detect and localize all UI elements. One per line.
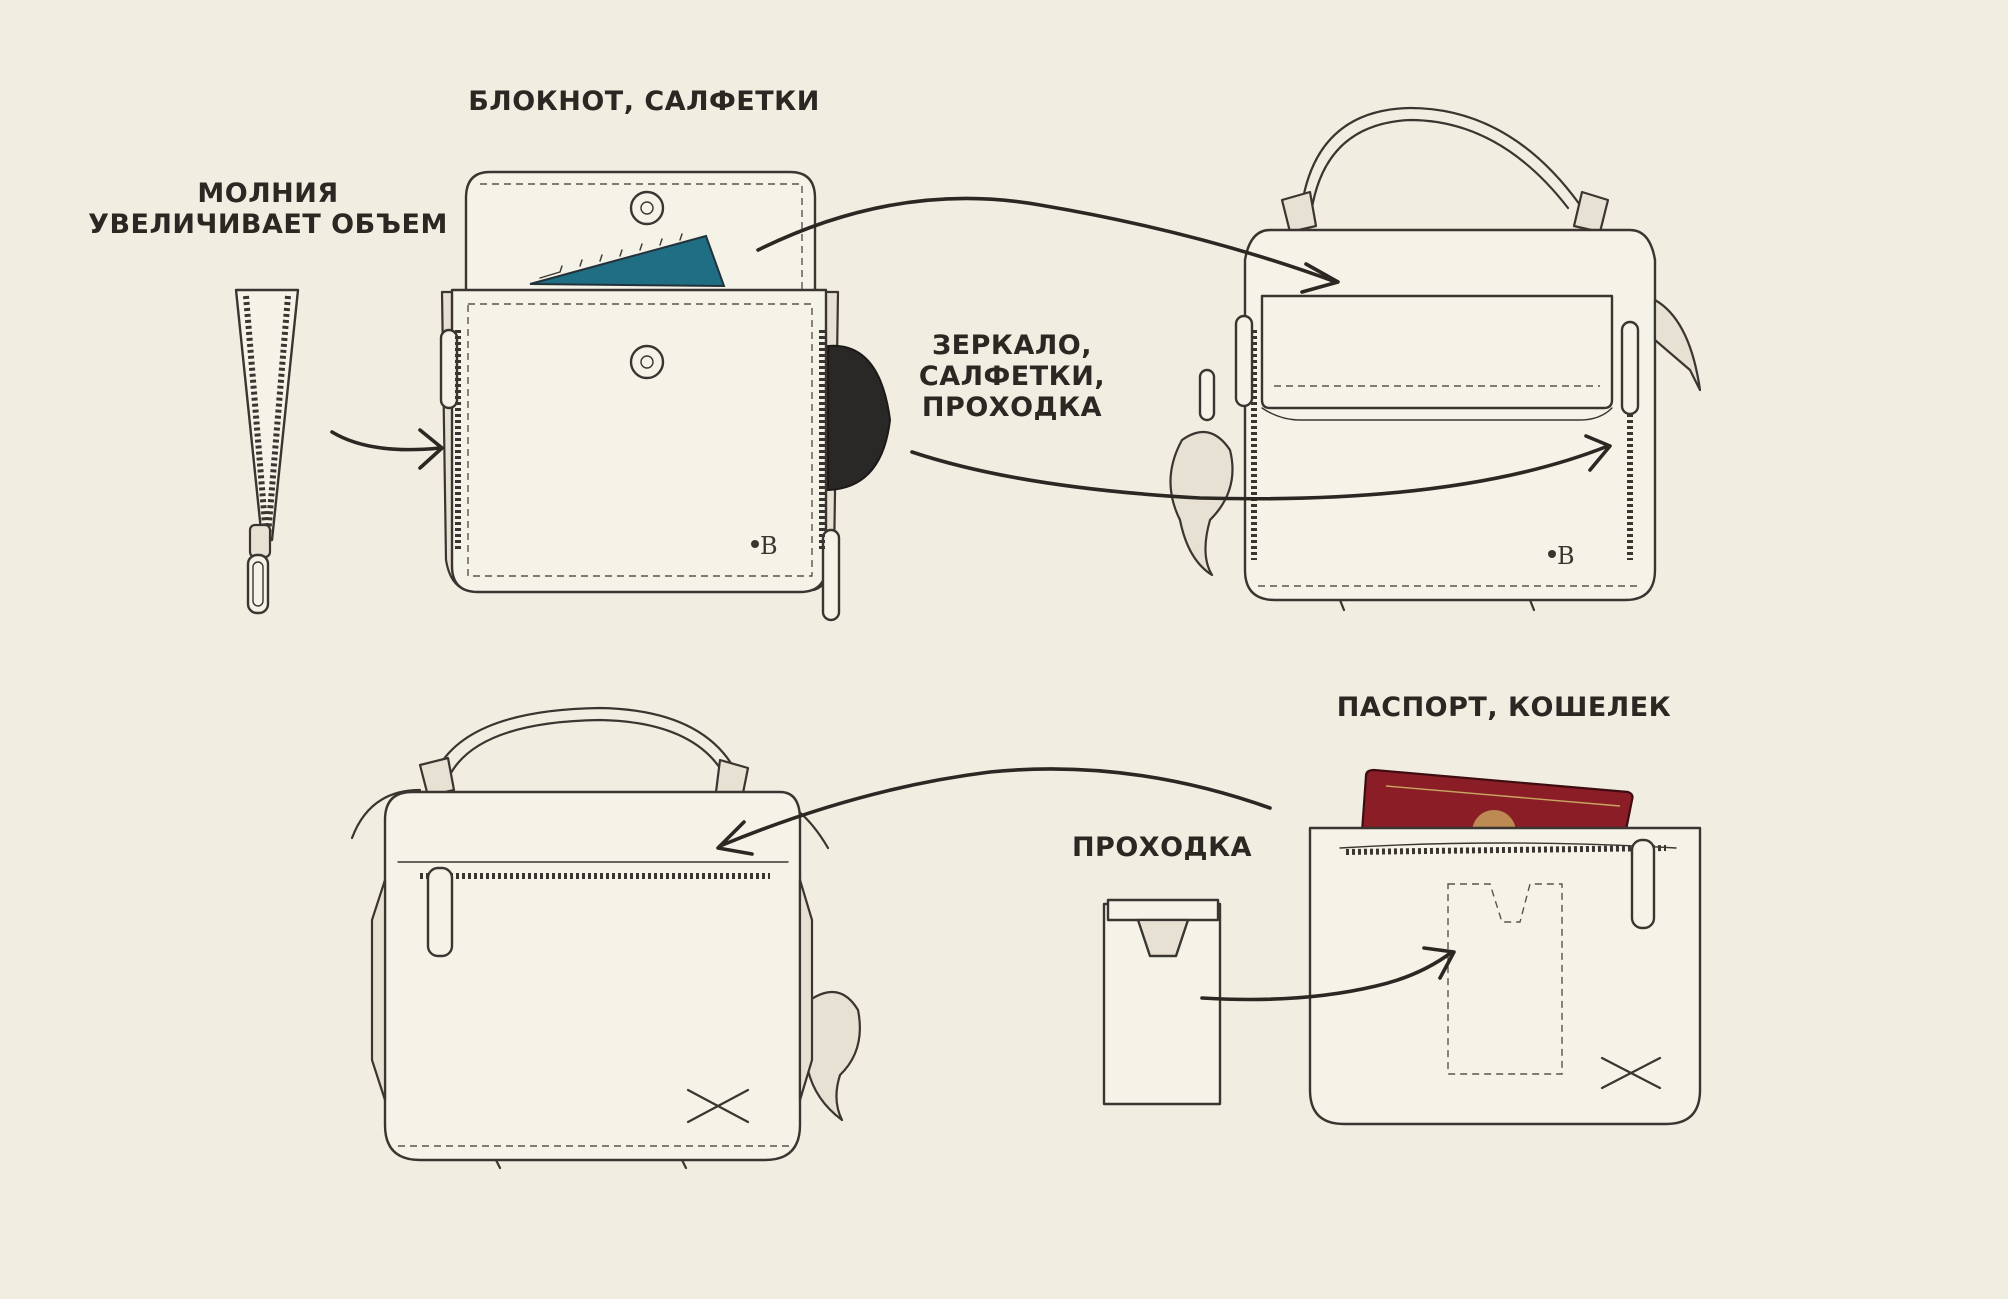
- notebook-icon: [529, 233, 726, 288]
- arrow-notebook-to-bag: [756, 196, 1340, 294]
- arrow-mirror-to-bag: [910, 434, 1612, 501]
- brand-logo-icon: B: [751, 532, 778, 560]
- bag-front-closed: B: [1169, 106, 1702, 612]
- brand-logo-icon: B: [1548, 542, 1575, 570]
- bag-back-view: [350, 706, 861, 1170]
- label-pass: ПРОХОДКА: [1071, 832, 1253, 863]
- bag-open-passport: [1308, 768, 1702, 1126]
- keychain-icon: [1169, 368, 1234, 577]
- arrow-passport-to-back: [716, 767, 1272, 856]
- mirror-icon: [827, 344, 892, 492]
- zipper-illustration: [234, 288, 300, 615]
- label-notebook-napkins: БЛОКНОТ, САЛФЕТКИ: [468, 86, 820, 117]
- label-zipper: МОЛНИЯ УВЕЛИЧИВАЕТ ОБЪЕМ: [88, 178, 448, 240]
- access-card-illustration: [1102, 898, 1222, 1106]
- brand-logo-text: B: [760, 532, 778, 560]
- arrow-card-to-pocket: [1200, 946, 1456, 1002]
- label-mirror-napkins-pass: ЗЕРКАЛО, САЛФЕТКИ, ПРОХОДКА: [918, 330, 1106, 423]
- brand-logo-text: B: [1557, 542, 1575, 570]
- bag-open-notebook: B: [439, 170, 892, 622]
- label-passport-wallet: ПАСПОРТ, КОШЕЛЕК: [1336, 692, 1672, 723]
- arrow-zipper-to-bag: [330, 428, 444, 470]
